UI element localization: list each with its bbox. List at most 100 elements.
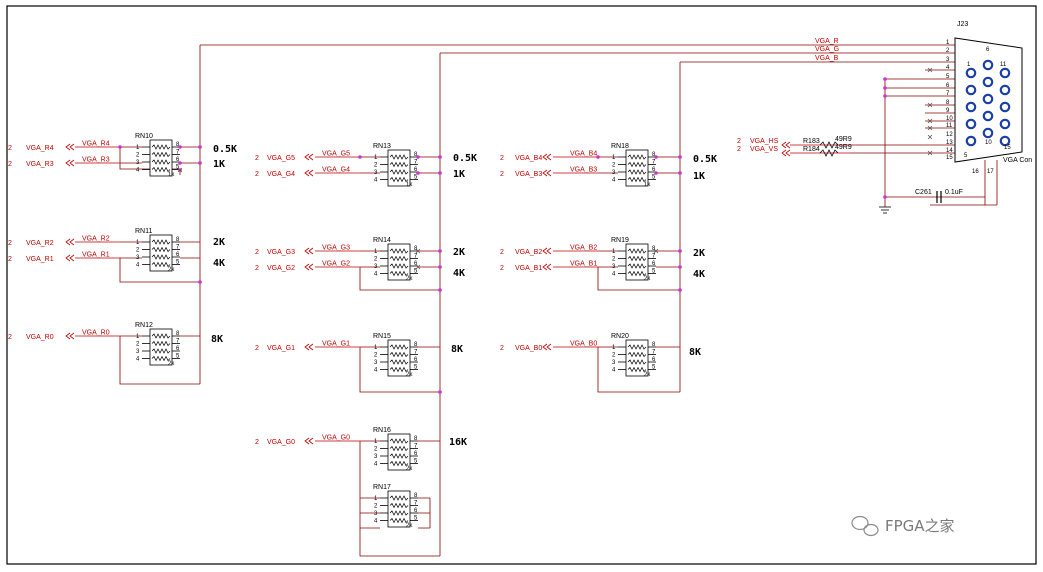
cap-ref: C261 — [915, 189, 932, 196]
wire-label-blue-4: VGA_B0 — [570, 341, 597, 348]
port-blue-2-name[interactable]: VGA_B2 — [515, 249, 542, 256]
weight-g-1: 1K — [453, 169, 465, 180]
port-red-2-name[interactable]: VGA_R2 — [26, 240, 54, 247]
connector-face-label-3: 5 — [964, 153, 968, 159]
rn11-pin-left-4: 4 — [136, 263, 140, 269]
port-green-4-name[interactable]: VGA_G1 — [267, 345, 295, 352]
rn18-pin-left-3: 3 — [612, 170, 616, 176]
rn20-pin-left-3: 3 — [612, 360, 616, 366]
weight-b-0: 0.5K — [693, 154, 717, 165]
port-blue-0-name[interactable]: VGA_B4 — [515, 155, 542, 162]
rn19-pin-right-2: 7 — [652, 254, 656, 260]
port-green-3-name[interactable]: VGA_G2 — [267, 265, 295, 272]
connector-pin-17: 17 — [987, 169, 994, 175]
port-green-2-name[interactable]: VGA_G3 — [267, 249, 295, 256]
port-red-4-name[interactable]: VGA_R0 — [26, 334, 54, 341]
wire-label-blue-0: VGA_B4 — [570, 151, 597, 158]
rn11-ref: RN11 — [135, 228, 152, 235]
rn19-pin-left-3: 3 — [612, 264, 616, 270]
rn15-pin-left-3: 3 — [374, 360, 378, 366]
rn12-pin-right-4: 5 — [176, 354, 180, 360]
rn11-value: 2k — [168, 267, 175, 273]
rn16-pin-left-4: 4 — [374, 462, 378, 468]
wire-label-blue-1: VGA_B3 — [570, 167, 597, 174]
connector-face-label-1: 1 — [967, 62, 971, 68]
rn10-pin-right-1: 8 — [176, 142, 180, 148]
weight-r-0: 0.5K — [213, 144, 237, 155]
rn15-pin-right-2: 7 — [414, 350, 418, 356]
port-arrow-red-3 — [65, 254, 75, 262]
rn16-pin-left-1: 1 — [374, 439, 378, 445]
rn10-pin-left-2: 2 — [136, 153, 140, 159]
rn11-pin-right-2: 7 — [176, 245, 180, 251]
wire-label-green-5: VGA_G0 — [322, 435, 350, 442]
rn14-pin-left-2: 2 — [374, 257, 378, 263]
port-arrow-green-5 — [304, 437, 314, 445]
connector-pin-5: 5 — [946, 74, 950, 80]
capacitor-c261 — [936, 191, 942, 203]
rn12-pin-left-1: 1 — [136, 334, 140, 340]
weight-b-3: 4K — [693, 269, 705, 280]
rn18-value: 1k — [644, 182, 651, 188]
connector-pin-11: 11 — [946, 123, 953, 129]
bus-label-g: VGA_G — [815, 46, 839, 53]
port-red-1-name[interactable]: VGA_R3 — [26, 161, 54, 168]
rn13-pin-left-1: 1 — [374, 155, 378, 161]
rn12-pin-right-3: 6 — [176, 346, 180, 352]
port-blue-1-name[interactable]: VGA_B3 — [515, 171, 542, 178]
port-green-5-name[interactable]: VGA_G0 — [267, 439, 295, 446]
rn16-pin-right-4: 5 — [414, 459, 418, 465]
port-blue-4-name[interactable]: VGA_B0 — [515, 345, 542, 352]
rn12-pin-left-3: 3 — [136, 349, 140, 355]
port-arrow-blue-1 — [542, 169, 552, 177]
r183-value: 49R9 — [835, 136, 852, 143]
port-red-2-num: 2 — [8, 240, 12, 247]
rn12-value: 2k — [168, 361, 175, 367]
connector-pin-3: 3 — [946, 57, 950, 63]
rn20-ref: RN20 — [611, 333, 629, 340]
wire-label-green-4: VGA_G1 — [322, 341, 350, 348]
rn19-ref: RN19 — [611, 237, 629, 244]
rn16-pin-left-2: 2 — [374, 447, 378, 453]
rn13-pin-right-1: 8 — [414, 152, 418, 158]
rn17-pin-right-1: 8 — [414, 493, 418, 499]
port-blue-0-num: 2 — [500, 155, 504, 162]
wechat-icon — [851, 515, 879, 537]
rn12-pin-left-2: 2 — [136, 342, 140, 348]
port-green-0-name[interactable]: VGA_G5 — [267, 155, 295, 162]
rn17-pin-left-2: 2 — [374, 504, 378, 510]
rn18-pin-right-3: 6 — [652, 167, 656, 173]
port-red-0-name[interactable]: VGA_R4 — [26, 145, 54, 152]
ground-symbol — [879, 206, 891, 214]
wire-label-blue-2: VGA_B2 — [570, 245, 597, 252]
connector-face-label-4: 10 — [985, 140, 992, 146]
connector-hole-3 — [965, 101, 977, 113]
port-red-0-num: 2 — [8, 145, 12, 152]
bus-label-r: VGA_R — [815, 38, 839, 45]
port-arrow-blue-3 — [542, 263, 552, 271]
connector-hole-11 — [999, 67, 1011, 79]
connector-face-label-5: 15 — [1004, 145, 1011, 151]
port-blue-3-name[interactable]: VGA_B1 — [515, 265, 542, 272]
rn17-value: 2k — [406, 523, 413, 529]
port-blue-2-num: 2 — [500, 249, 504, 256]
wire-label-green-3: VGA_G2 — [322, 261, 350, 268]
weight-g-0: 0.5K — [453, 153, 477, 164]
port-red-3-name[interactable]: VGA_R1 — [26, 256, 54, 263]
rn10-pin-right-3: 6 — [176, 157, 180, 163]
rn20-pin-left-1: 1 — [612, 345, 616, 351]
rn20-value: 2k — [644, 372, 651, 378]
rn15-ref: RN15 — [373, 333, 391, 340]
connector-pin-14: 14 — [946, 148, 953, 154]
wire-label-red-1: VGA_R3 — [82, 157, 110, 164]
port-green-1-name[interactable]: VGA_G4 — [267, 171, 295, 178]
bus-label-b: VGA_B — [815, 55, 839, 62]
connector-hole-7 — [982, 76, 994, 88]
wire-label-red-2: VGA_R2 — [82, 236, 110, 243]
rn18-pin-right-1: 8 — [652, 152, 656, 158]
